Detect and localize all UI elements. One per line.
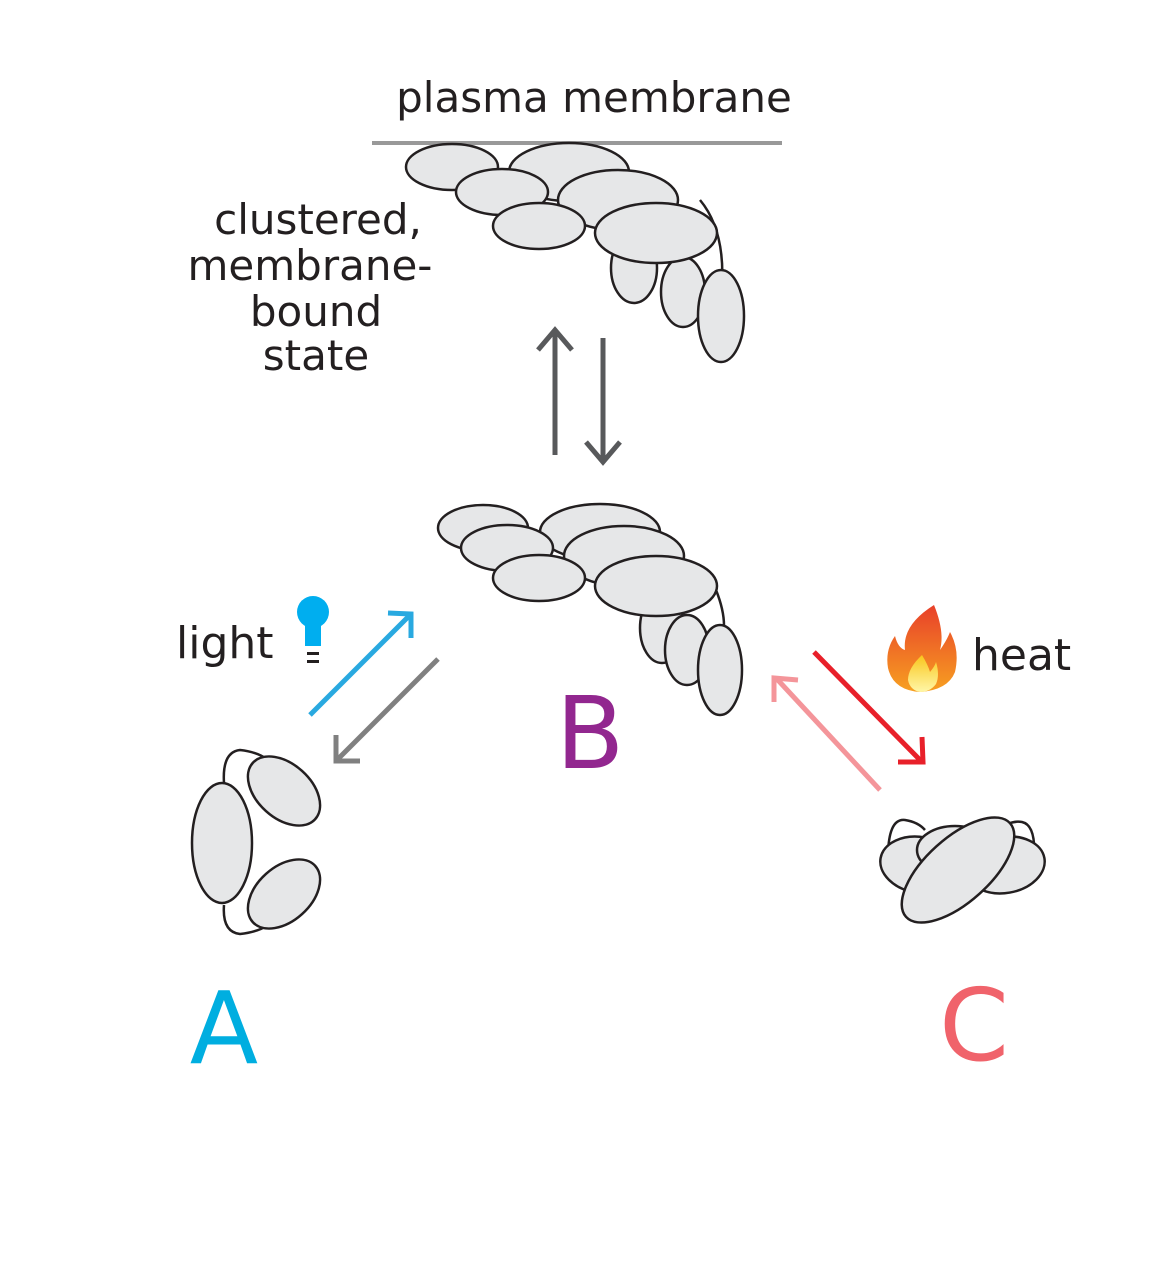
clustered-label-line-4: state xyxy=(263,331,369,380)
membrane-label: plasma membrane xyxy=(396,73,792,122)
arrow-down xyxy=(584,338,622,466)
lightbulb-icon xyxy=(297,596,329,663)
light-label: light xyxy=(176,618,274,669)
oligomer-a xyxy=(190,748,322,936)
subunit xyxy=(246,858,322,930)
flame-icon xyxy=(887,605,957,692)
subunit xyxy=(900,816,1016,924)
clustered-label-line-3: bound xyxy=(250,287,382,336)
oligomer-c xyxy=(879,816,1046,924)
clustered-state-label: clustered, membrane- bound state xyxy=(188,195,433,380)
clustered-label-line-2: membrane- xyxy=(188,241,433,290)
heat-label: heat xyxy=(972,630,1071,681)
subunit xyxy=(696,623,744,717)
subunit xyxy=(246,755,322,827)
oligomer-b xyxy=(436,502,744,717)
subunit xyxy=(593,201,719,265)
light-arrow-a-to-b xyxy=(308,610,414,717)
clustered-label-line-1: clustered, xyxy=(214,195,422,244)
clustered-oligomer xyxy=(404,141,746,364)
state-a-label: A xyxy=(190,970,258,1087)
subunit xyxy=(696,268,746,364)
membrane-equilibrium-arrows xyxy=(536,326,622,466)
heat-arrow-b-to-c xyxy=(812,650,926,765)
subunit xyxy=(491,553,587,603)
subunit xyxy=(190,781,254,905)
subunit xyxy=(491,201,587,251)
subunit xyxy=(593,554,719,618)
dark-reversion-arrow-b-to-a xyxy=(333,657,440,764)
state-b-label: B xyxy=(556,675,625,792)
arrow-up xyxy=(536,326,574,455)
reversion-arrow-c-to-b xyxy=(771,675,882,792)
state-c-label: C xyxy=(939,967,1009,1084)
